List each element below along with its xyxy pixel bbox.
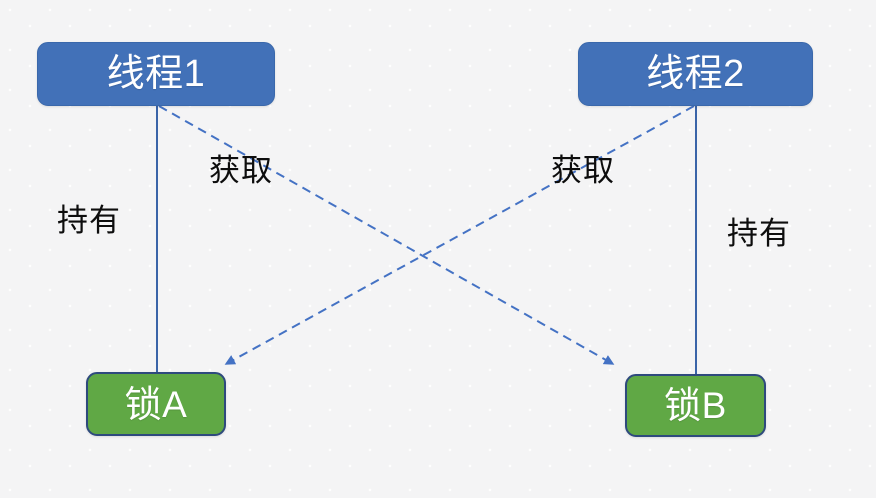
node-thread1-label: 线程1 bbox=[106, 53, 206, 95]
node-thread2-label: 线程2 bbox=[646, 53, 745, 95]
edge-label-acquire-left: 获取 bbox=[209, 153, 273, 188]
edge-label-hold-left: 持有 bbox=[57, 203, 121, 238]
node-lock-b[interactable]: 锁B bbox=[625, 374, 766, 437]
node-lock-b-label: 锁B bbox=[664, 385, 727, 426]
edge-label-hold-right: 持有 bbox=[727, 216, 791, 251]
edge-acquire-left-line bbox=[158, 105, 615, 365]
node-lock-a-label: 锁A bbox=[124, 383, 188, 425]
node-lock-a[interactable]: 锁A bbox=[86, 372, 226, 436]
edge-acquire-right-line bbox=[224, 105, 695, 365]
edge-label-acquire-right: 获取 bbox=[551, 153, 615, 188]
node-thread2[interactable]: 线程2 bbox=[578, 42, 813, 106]
node-thread1[interactable]: 线程1 bbox=[37, 42, 275, 106]
